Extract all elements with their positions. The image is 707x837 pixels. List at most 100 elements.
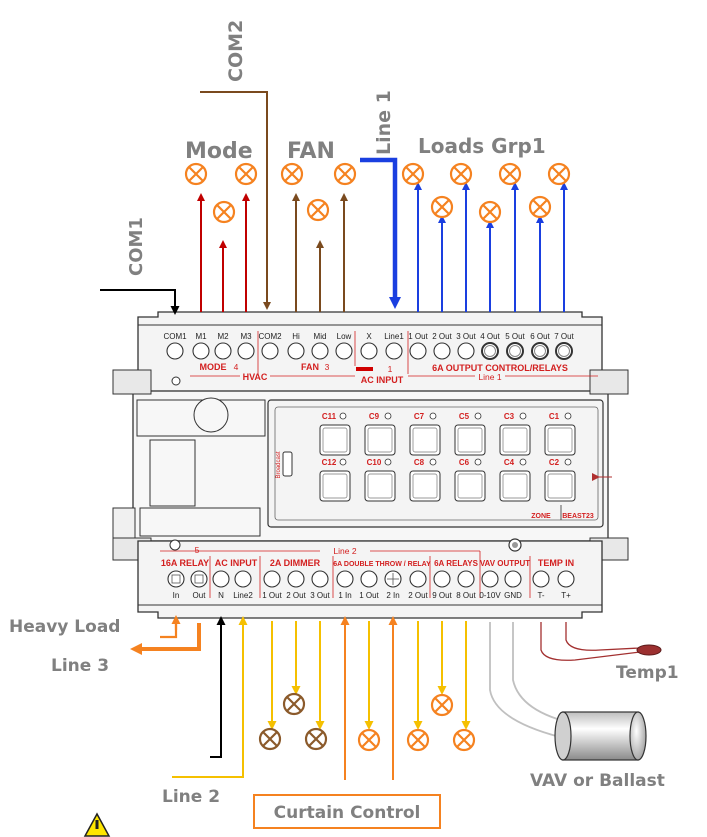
- channel-led: [384, 458, 392, 466]
- screw-terminal: [237, 342, 255, 360]
- bottom-terminal-label: Line2: [233, 591, 253, 600]
- screw-terminal: [311, 570, 329, 588]
- screw-terminal: [481, 570, 499, 588]
- channel-label: C9: [369, 412, 380, 421]
- screw-terminal: [385, 342, 403, 360]
- channel-button[interactable]: [319, 470, 351, 502]
- relay16-section-label: 16A RELAY: [161, 558, 209, 568]
- channel-button[interactable]: [364, 470, 396, 502]
- screw-terminal: [335, 342, 353, 360]
- channel-label: C3: [504, 412, 515, 421]
- channel-label: C1: [549, 412, 560, 421]
- channel-button[interactable]: [319, 424, 351, 456]
- line1-bus-label: Line 1: [478, 372, 501, 382]
- channel-led: [384, 412, 392, 420]
- screw-terminal: [457, 570, 475, 588]
- channel-button[interactable]: [499, 424, 531, 456]
- fan-section-label: FAN: [301, 362, 319, 372]
- zone-label: ZONE: [531, 513, 551, 520]
- channel-label: C8: [414, 458, 425, 467]
- screw-terminal: [504, 570, 522, 588]
- ac-input-section-label: AC INPUT: [361, 375, 404, 385]
- mode-lamp-1: [184, 162, 208, 186]
- channel-led: [564, 412, 572, 420]
- heavy-load-label: Heavy Load: [9, 617, 120, 637]
- curtain-control-box: [253, 794, 441, 829]
- ac-input-bottom-label: AC INPUT: [215, 558, 258, 568]
- relay-lamp-9: [430, 693, 454, 717]
- fan-lamp-2: [306, 198, 330, 222]
- bottom-terminal-label: Out: [193, 591, 207, 600]
- screw-terminal: [433, 570, 451, 588]
- channel-button[interactable]: [454, 424, 486, 456]
- channel-led: [474, 412, 482, 420]
- channel-button[interactable]: [364, 424, 396, 456]
- fan-lamp-3: [333, 162, 357, 186]
- ac-input-indicator: [356, 367, 373, 371]
- top-terminal-label: COM2: [258, 332, 282, 341]
- bottom-terminal-label: 0-10V: [479, 591, 501, 600]
- top-terminal-label: Hi: [292, 332, 300, 341]
- top-terminal-label: 5 Out: [505, 332, 525, 341]
- dimmer-section-label: 2A DIMMER: [270, 558, 321, 568]
- channel-button[interactable]: [409, 470, 441, 502]
- mode-section-label: MODE: [200, 362, 227, 372]
- dimmer-lamp-3: [304, 727, 328, 751]
- fan-label: FAN: [287, 139, 335, 164]
- channel-led: [429, 458, 437, 466]
- bottom-terminal-label: 2 Out: [286, 591, 306, 600]
- dimmer-lamp-2: [282, 692, 306, 716]
- screw-terminal: [287, 570, 305, 588]
- top-terminal-label: M1: [195, 332, 207, 341]
- channel-button[interactable]: [499, 470, 531, 502]
- channel-led: [474, 458, 482, 466]
- screw-terminal: [311, 342, 329, 360]
- loads-grp1-label: Loads Grp1: [418, 134, 546, 158]
- load-lamp-3: [449, 162, 473, 186]
- top-terminal-label: COM1: [163, 332, 187, 341]
- channel-button[interactable]: [544, 470, 576, 502]
- channel-label: C7: [414, 412, 425, 421]
- fan-lamp-1: [280, 162, 304, 186]
- top-terminal-label: Line1: [384, 332, 404, 341]
- channel-button[interactable]: [409, 424, 441, 456]
- screw-terminal: [263, 570, 281, 588]
- channel-button[interactable]: [454, 470, 486, 502]
- top-terminal-label: M3: [240, 332, 252, 341]
- top-wiring: [100, 91, 571, 315]
- screw-terminal: [457, 342, 475, 360]
- bottom-terminal-label: 2 In: [386, 591, 399, 600]
- bottom-terminal-label: 9 Out: [432, 591, 452, 600]
- screw-terminal: [336, 570, 354, 588]
- output-relays-section-label: 6A OUTPUT CONTROL/RELAYS: [432, 363, 568, 373]
- hvac-bus-label: HVAC: [243, 372, 268, 382]
- mode-lamp-3: [234, 162, 258, 186]
- screw-terminal: [360, 342, 378, 360]
- broadcast-label: Broadcast: [276, 451, 282, 478]
- screw-terminal: [532, 570, 550, 588]
- screw-terminal: [190, 570, 208, 588]
- load-lamp-2: [430, 195, 454, 219]
- load-lamp-7: [547, 162, 571, 186]
- load-lamp-5: [498, 162, 522, 186]
- mode-label: Mode: [185, 139, 253, 164]
- top-terminal-label: M2: [217, 332, 229, 341]
- channel-label: C12: [322, 458, 337, 467]
- channel-led: [519, 412, 527, 420]
- screw-terminal: [234, 570, 252, 588]
- bottom-terminal-label: 8 Out: [456, 591, 476, 600]
- screw-terminal: [287, 342, 305, 360]
- bottom-terminal-label: 1 Out: [262, 591, 282, 600]
- screw-terminal: [212, 570, 230, 588]
- bottom-terminal-label: 1 Out: [359, 591, 379, 600]
- vav-ballast-cylinder: [554, 711, 647, 761]
- bottom-terminal-label: GND: [504, 591, 522, 600]
- bottom-terminal-label: T+: [561, 591, 571, 600]
- channel-button[interactable]: [544, 424, 576, 456]
- top-terminal-label: 2 Out: [432, 332, 452, 341]
- load-lamp-1: [401, 162, 425, 186]
- warning-icon: [83, 812, 111, 837]
- bottom-terminal-label: T-: [537, 591, 544, 600]
